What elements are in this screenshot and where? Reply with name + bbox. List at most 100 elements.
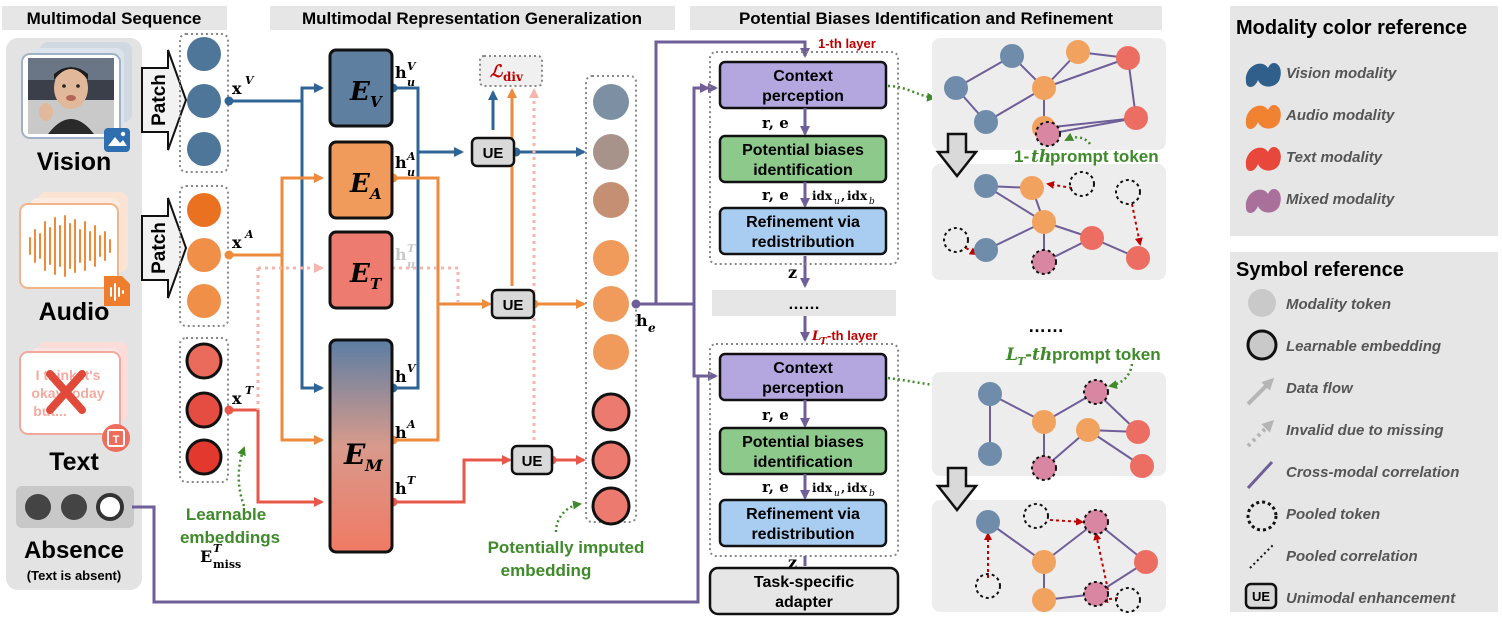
- imputed-annotation-arrow: [554, 500, 582, 533]
- ue-vision: UE: [470, 136, 516, 168]
- svg-text:T: T: [820, 337, 828, 347]
- graph-node: [1035, 121, 1061, 147]
- huV-sub: u: [407, 76, 415, 89]
- seq-title: Multimodal Sequence: [27, 9, 202, 28]
- patch-label-audio: Patch: [149, 222, 170, 274]
- legend-symbol-label: Modality token: [1286, 296, 1391, 313]
- graph-node: [1083, 581, 1109, 607]
- learnable-embedding: [185, 342, 223, 380]
- audio-flow: [229, 88, 586, 445]
- modality-swatch-icon: [1245, 63, 1281, 87]
- rep-title: Multimodal Representation Generalization: [302, 9, 642, 28]
- data-flow-icon: [1246, 377, 1275, 406]
- context-to-graph-arrow-1: [887, 84, 936, 102]
- invalid-flow: [256, 88, 539, 440]
- svg-text:Context: Context: [773, 360, 833, 377]
- learnable-embedding-icon: [1246, 329, 1278, 361]
- svg-text:idx: idx: [847, 481, 868, 495]
- task-adapter-box: [708, 566, 900, 616]
- svg-text:redistribution: redistribution: [751, 234, 854, 251]
- layer1-label: 1-th layer: [818, 36, 876, 51]
- graph-node: [978, 382, 1002, 406]
- svg-text:UE: UE: [503, 297, 524, 314]
- svg-text:-th: -th: [1025, 345, 1052, 365]
- svg-text:prompt token: prompt token: [1052, 345, 1161, 364]
- emiss-sub: miss: [213, 558, 241, 571]
- legend-symbol-label: Data flow: [1286, 380, 1354, 397]
- encoder-t-label: E: [349, 259, 371, 289]
- legend-symbol-label: Pooled correlation: [1286, 548, 1418, 565]
- graph-node: [944, 76, 968, 100]
- audio-waveform: [29, 215, 111, 277]
- seq-title-bar: [2, 6, 227, 30]
- huA-sub: u: [407, 166, 415, 179]
- svg-text:redistribution: redistribution: [751, 526, 854, 543]
- output-token: [593, 240, 629, 276]
- graph-node: [1124, 106, 1148, 130]
- hidden-labels: x V x A x T h V u h A u h T u h V h A h …: [200, 60, 656, 571]
- audio-token: [187, 284, 221, 318]
- audio-token: [187, 193, 221, 227]
- absence-dot-empty: [96, 493, 124, 521]
- svg-text:u: u: [834, 197, 840, 207]
- graph-node: [1126, 246, 1150, 270]
- modality-swatch-icon: [1245, 189, 1281, 213]
- task-adapter-line1: Task-specific: [754, 574, 854, 591]
- svg-text:prompt token: prompt token: [1050, 147, 1159, 166]
- xA-label: x: [232, 233, 242, 252]
- legend-symbol-label: Unimodal enhancement: [1286, 590, 1456, 607]
- pooled-token: [1115, 179, 1141, 205]
- huV-sup: V: [407, 60, 417, 73]
- correlation-edge: [1047, 117, 1137, 135]
- imputed-label-1: Potentially imputed: [488, 538, 645, 557]
- sequence-panel-bg: [6, 38, 142, 590]
- xV-sup: V: [245, 74, 255, 87]
- legend-symbol-label: Cross-modal correlation: [1286, 464, 1459, 481]
- hV-sup: V: [407, 362, 417, 375]
- svg-text:u: u: [834, 489, 840, 499]
- encoder-a-label: E: [349, 169, 371, 199]
- svg-text:UE: UE: [483, 145, 504, 162]
- huT-sub: u: [407, 258, 415, 271]
- layer-1: 1-th layer Context perception r, e Poten…: [709, 36, 899, 282]
- learnable-embedding: [185, 438, 223, 476]
- legend-modality-label: Text modality: [1286, 149, 1383, 166]
- output-token: [593, 286, 629, 322]
- vision-token: [187, 84, 221, 118]
- graph-node: [976, 510, 1000, 534]
- svg-text:L: L: [811, 329, 821, 344]
- ue-legend-icon: [1244, 582, 1278, 610]
- pooled-correlation-arrow: [1046, 181, 1073, 189]
- text-snippet-line1: I think it's: [36, 367, 101, 383]
- output-token: [591, 440, 631, 480]
- sequence-panel: Vision Audio I think it's okay today but…: [6, 38, 142, 590]
- output-token: [591, 486, 631, 526]
- correlation-graphs: [932, 38, 1166, 613]
- svg-text:UE: UE: [522, 453, 543, 470]
- graph-ellipsis: ……: [1028, 316, 1064, 336]
- graph-node: [1076, 418, 1100, 442]
- missing-cross-icon: [46, 370, 86, 414]
- text-node: [224, 405, 234, 415]
- down-arrow-1: [935, 132, 979, 179]
- hV-label: h: [395, 367, 407, 386]
- ldiv-sub: div: [503, 70, 524, 84]
- audio-node: [224, 250, 234, 260]
- output-tokens: [585, 75, 637, 526]
- purple-flow: [132, 40, 810, 604]
- output-token: [593, 84, 629, 120]
- graph-node: [1000, 44, 1024, 68]
- task-adapter-line2: adapter: [775, 594, 833, 611]
- graph-node: [978, 442, 1002, 466]
- modality-swatch-icon: [1245, 105, 1281, 129]
- xV-label: x: [232, 79, 242, 98]
- layer-ellipsis: ……: [788, 296, 820, 313]
- svg-text:Refinement via: Refinement via: [746, 214, 860, 231]
- encoder-t-sub: T: [370, 275, 383, 293]
- svg-text:th: th: [1031, 147, 1051, 167]
- graph-node: [1083, 509, 1109, 535]
- graph-node: [1032, 76, 1056, 100]
- svg-text:Potential biases: Potential biases: [742, 142, 864, 159]
- pooled-token: [1069, 171, 1095, 197]
- encoder-m-sub: M: [364, 456, 384, 475]
